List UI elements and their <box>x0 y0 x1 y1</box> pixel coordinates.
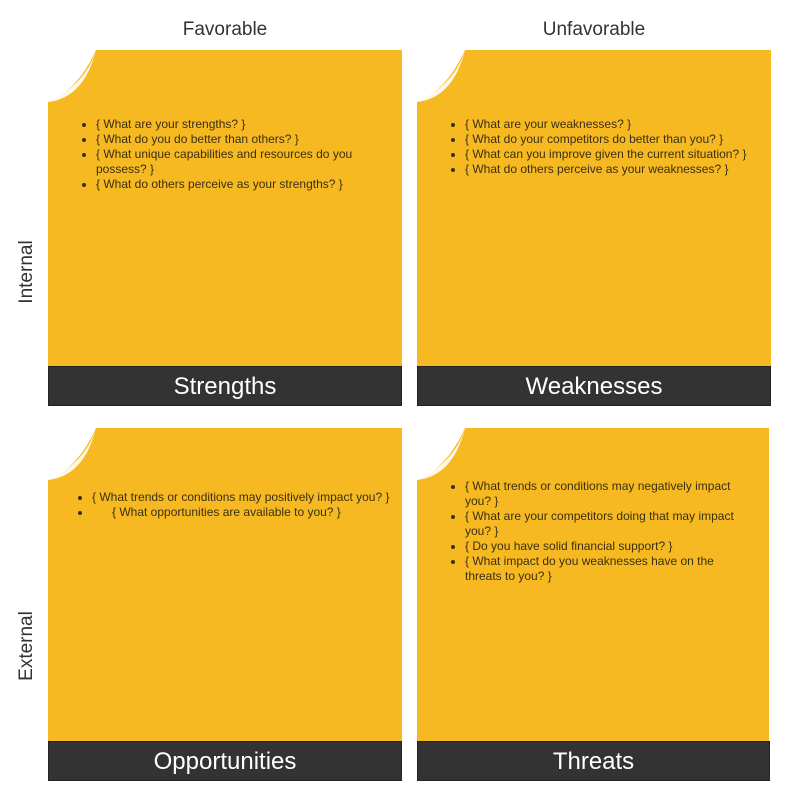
list-item: { What do others perceive as your weakne… <box>465 162 765 177</box>
list-item: { What can you improve given the current… <box>465 147 765 162</box>
weaknesses-label: Weaknesses <box>417 366 771 406</box>
sticky-note-shape <box>417 50 771 367</box>
sticky-note-shape <box>48 428 402 742</box>
threats-label: Threats <box>417 741 770 781</box>
list-item: { What unique capabilities and resources… <box>96 147 396 177</box>
row-header-internal: Internal <box>16 240 37 304</box>
list-item: { What trends or conditions may negative… <box>465 479 735 509</box>
list-item: { What do you do better than others? } <box>96 132 396 147</box>
opportunities-list: { What trends or conditions may positive… <box>76 490 402 520</box>
list-item: { What are your weaknesses? } <box>465 117 765 132</box>
list-item: { What opportunities are available to yo… <box>92 505 402 520</box>
strengths-label: Strengths <box>48 366 402 406</box>
opportunities-label: Opportunities <box>48 741 402 781</box>
quadrant-strengths: { What are your strengths? } { What do y… <box>48 50 402 407</box>
quadrant-threats: { What trends or conditions may negative… <box>417 428 771 782</box>
weaknesses-list: { What are your weaknesses? } { What do … <box>449 117 765 177</box>
strengths-list: { What are your strengths? } { What do y… <box>80 117 396 192</box>
column-header-favorable: Favorable <box>182 19 268 40</box>
list-item: { What trends or conditions may positive… <box>92 490 402 505</box>
list-item: { What are your competitors doing that m… <box>465 509 735 539</box>
row-header-external: External <box>16 611 37 681</box>
quadrant-weaknesses: { What are your weaknesses? } { What do … <box>417 50 771 407</box>
quadrant-opportunities: { What trends or conditions may positive… <box>48 428 402 782</box>
threats-list: { What trends or conditions may negative… <box>449 479 735 584</box>
list-item: { What are your strengths? } <box>96 117 396 132</box>
column-header-unfavorable: Unfavorable <box>542 19 646 40</box>
sticky-note-shape <box>417 428 769 742</box>
sticky-note-shape <box>48 50 402 367</box>
list-item: { Do you have solid financial support? } <box>465 539 735 554</box>
list-item: { What do others perceive as your streng… <box>96 177 396 192</box>
list-item: { What do your competitors do better tha… <box>465 132 765 147</box>
list-item: { What impact do you weaknesses have on … <box>465 554 735 584</box>
